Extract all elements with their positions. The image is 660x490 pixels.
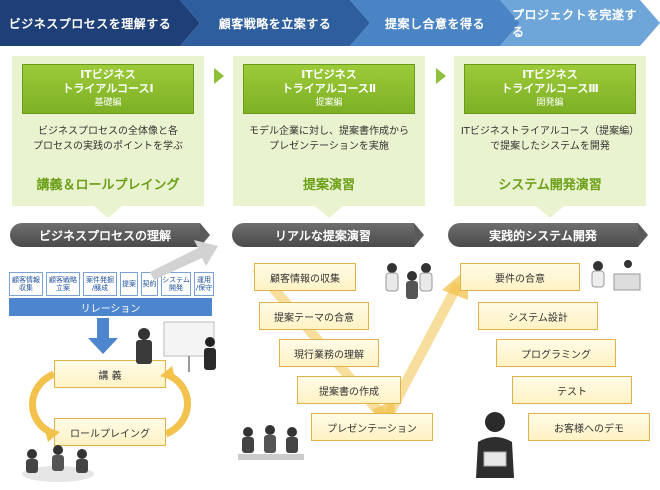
meeting-illustration [22,445,94,482]
course-title-1: ITビジネストライアルコースⅠ 基礎編 [22,64,194,114]
dev-step-5: お客様へのデモ [528,413,650,441]
course-panel-3: ITビジネストライアルコースⅢ 開発編 ITビジネストライアルコース（提案編）で… [454,56,646,206]
cycle-step-lecture: 講 義 [54,360,166,388]
dev-step-2: システム設計 [478,302,598,330]
phase-3: 提案し合意を得る [384,16,485,31]
course-title-3: ITビジネストライアルコースⅢ 開発編 [464,64,636,114]
side-arrow-2 [436,68,446,84]
blue-down-arrow [88,318,118,354]
dev-step-4: テスト [512,376,632,404]
course-keyword-2: 提案演習 [302,178,355,193]
course-desc-2: モデル企業に対し、提案書作成からプレゼンテーションを実施 [249,126,409,152]
presenter-illustration [136,321,216,372]
course-desc-1: ビジネスプロセスの全体像と各プロセスの実践のポイントを学ぶ [33,126,183,152]
process-box-3: 案件発掘/醸成 [83,272,117,296]
course-panel-2: ITビジネストライアルコースⅡ 提案編 モデル企業に対し、提案書作成からプレゼン… [233,56,425,206]
banner-3: 実践的システム開発 [448,223,648,247]
course-keyword-3: システム開発演習 [498,178,602,193]
dev-step-3: プログラミング [496,339,616,367]
proposal-step-4: 提案書の作成 [297,376,401,404]
process-box-7: 運用/保守 [194,272,214,296]
process-box-2: 顧客戦略立案 [46,272,80,296]
course-keyword-1: 講義＆ロールプレイング [36,178,180,193]
banner-1: ビジネスプロセスの理解 [10,223,210,247]
down-arrow-1 [94,206,122,218]
down-arrow-2 [315,206,343,218]
dev-step-1: 要件の合意 [460,263,580,291]
phase-2: 顧客戦略を立案する [218,16,332,31]
audience-illustration [238,425,304,460]
gray-arrow [150,240,218,280]
businessman-illustration [476,412,514,478]
proposal-step-2: 提案テーマの合意 [259,302,369,330]
process-box-4: 提案 [120,272,138,296]
phase-1: ビジネスプロセスを理解する [8,16,172,31]
proposal-step-5: プレゼンテーション [311,413,433,441]
down-arrow-3 [536,206,564,218]
process-box-1: 顧客情報収集 [9,272,43,296]
course-desc-3: ITビジネストライアルコース（提案編）で提案したシステムを開発 [460,126,640,152]
cycle-arrows [29,366,191,442]
side-arrow-1 [214,68,224,84]
proposal-step-1: 顧客情報の収集 [254,263,356,291]
phase-4: プロジェクトを完遂する [512,8,638,39]
proposal-step-3: 現行業務の理解 [279,339,379,367]
relation-bar: リレーション [9,298,212,316]
cycle-step-roleplay: ロールプレイング [54,418,166,446]
course-panel-1: ITビジネストライアルコースⅠ 基礎編 ビジネスプロセスの全体像と各プロセスの実… [12,56,204,206]
process-box-6: システム開発 [161,272,191,296]
banner-2: リアルな提案演習 [232,223,424,247]
developer-illustration [591,260,641,291]
course-title-2: ITビジネストライアルコースⅡ 提案編 [243,64,415,114]
team-illustration [385,263,433,299]
phase-bar [0,0,660,46]
